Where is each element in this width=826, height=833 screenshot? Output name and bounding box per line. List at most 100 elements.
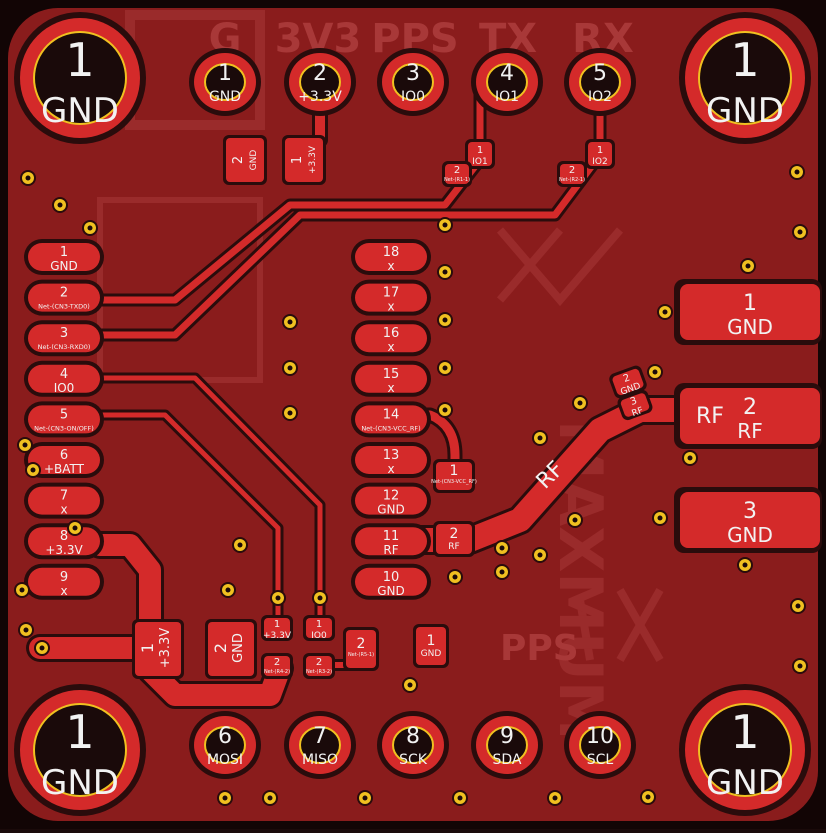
via xyxy=(34,640,50,656)
pin-copper xyxy=(28,324,100,353)
pad-net: GND xyxy=(209,89,241,105)
pin-net: +BATT xyxy=(44,462,85,476)
via-drill xyxy=(742,562,748,568)
via xyxy=(25,462,41,478)
pad-number: 1 xyxy=(290,156,305,164)
via-drill xyxy=(442,407,448,413)
pin-copper xyxy=(355,283,427,312)
pad-number: 6 xyxy=(218,724,232,749)
via xyxy=(452,790,468,806)
via xyxy=(647,364,663,380)
pad-number: 5 xyxy=(593,61,607,86)
pin-number: 11 xyxy=(383,529,400,544)
pin-number: 5 xyxy=(60,407,68,422)
pad-number: 3 xyxy=(629,395,639,408)
via xyxy=(437,402,453,418)
pin-copper xyxy=(355,364,427,393)
pin-net: GND xyxy=(50,259,78,273)
via xyxy=(67,520,83,536)
via-drill xyxy=(687,455,693,461)
via xyxy=(640,789,656,805)
top_pads-pad: 2+3.3V xyxy=(284,48,356,116)
via-drill xyxy=(287,410,293,416)
pad-net: IO0 xyxy=(311,631,327,641)
pad-net: +3.3V xyxy=(158,628,173,669)
smd-pad: 1+3.3V xyxy=(261,615,293,641)
pad-number: 2 xyxy=(211,643,230,653)
via-drill xyxy=(572,517,578,523)
pad-drill xyxy=(392,726,434,764)
pad-number: 1 xyxy=(316,619,322,630)
via xyxy=(572,395,588,411)
via xyxy=(652,510,668,526)
via xyxy=(547,790,563,806)
pin-net: Net-(CN3-TXD0) xyxy=(38,303,90,311)
pin-number: 2 xyxy=(60,286,68,301)
via xyxy=(792,224,808,240)
via xyxy=(437,217,453,233)
pad-drill xyxy=(204,63,246,101)
via-drill xyxy=(222,795,228,801)
via xyxy=(532,430,548,446)
via-drill xyxy=(23,627,29,633)
pin-number: 14 xyxy=(383,407,400,422)
pad-number: 2 xyxy=(274,657,280,668)
pin-net: Net-(CN3-RXD0) xyxy=(38,343,91,351)
pad-number: 8 xyxy=(406,724,420,749)
via xyxy=(532,547,548,563)
via-drill xyxy=(19,587,25,593)
via-drill xyxy=(22,442,28,448)
pin-number: 4 xyxy=(60,367,68,382)
mount-hole-drill xyxy=(35,705,125,795)
pad-net: MOSI xyxy=(207,752,243,768)
pad-copper xyxy=(445,164,469,184)
pin-copper xyxy=(355,405,427,434)
pad-drill xyxy=(392,63,434,101)
via-drill xyxy=(362,795,368,801)
mount-hole-drill xyxy=(35,33,125,123)
via-drill xyxy=(552,795,558,801)
via-drill xyxy=(442,269,448,275)
via-drill xyxy=(452,574,458,580)
via xyxy=(82,220,98,236)
pin-number: 8 xyxy=(60,529,68,544)
pad-number: 2 xyxy=(743,395,757,420)
pad-copper xyxy=(560,164,584,184)
via xyxy=(220,582,236,598)
via-drill xyxy=(225,587,231,593)
via-drill xyxy=(275,595,281,601)
via xyxy=(494,564,510,580)
via-drill xyxy=(662,309,668,315)
pin-net: GND xyxy=(377,584,405,598)
pad-number: 10 xyxy=(586,724,614,749)
pad-net: RF xyxy=(737,419,762,443)
pad-number: 1 xyxy=(274,619,280,630)
via-drill xyxy=(797,663,803,669)
pad-drill xyxy=(204,726,246,764)
pad-copper xyxy=(285,138,323,182)
pad-drill xyxy=(486,726,528,764)
via-drill xyxy=(442,222,448,228)
pad-net: RF xyxy=(631,406,645,419)
pin-net: IO0 xyxy=(54,381,75,395)
mount-hole-number: 1 xyxy=(65,705,94,759)
pin-copper xyxy=(28,527,100,556)
pad-net: GND xyxy=(727,315,773,339)
pin-number: 13 xyxy=(383,448,400,463)
pad-net: SDA xyxy=(493,752,522,768)
